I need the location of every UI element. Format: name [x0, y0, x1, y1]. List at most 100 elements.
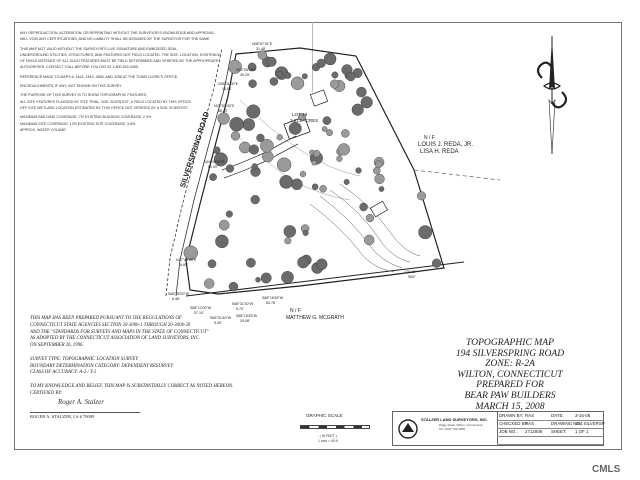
- surveyor-signature: Roger A. Stalzer: [58, 398, 104, 406]
- tree-symbol: [262, 150, 274, 163]
- tree-symbol: [323, 52, 337, 66]
- tree-symbol: [246, 104, 261, 119]
- bearing-label: N08°57'01"E: [252, 42, 273, 46]
- watermark-text: CMLS: [592, 464, 621, 475]
- bearing-label: S68°16'45"W: [262, 296, 284, 300]
- tree-symbol: [260, 272, 272, 284]
- distance-label: 57.10': [194, 311, 204, 315]
- title-block-row: [497, 436, 603, 445]
- tree-symbol: [418, 225, 433, 240]
- note-line: AUTHORITIES. CONTACT 'CALL BEFORE YOU DI…: [20, 65, 139, 70]
- distance-label: S69°: [408, 275, 416, 279]
- contour-line: [309, 203, 395, 273]
- distance-label: 6.48': [172, 297, 180, 301]
- road-edge-2: [165, 47, 223, 297]
- title-block-k: JOB NO.:: [499, 429, 518, 434]
- tree-symbol: [251, 163, 258, 170]
- certification-line: THIS MAP HAS BEEN PREPARED PURSUANT TO T…: [30, 316, 182, 321]
- contour-line: [319, 195, 403, 269]
- tree-symbol: [213, 152, 228, 167]
- tree-symbol: [365, 213, 375, 223]
- title-block-v2: 1 OF 1: [575, 429, 589, 434]
- note-line: ENCROACHMENTS, IF ANY, NOT SHOWN ON THIS…: [20, 84, 123, 89]
- tree-symbol: [281, 270, 294, 284]
- title-line: 194 SILVERSPRING ROAD: [455, 347, 565, 359]
- tree-symbol: [276, 157, 292, 172]
- tree-symbol: [284, 237, 292, 245]
- tree-symbol: [355, 167, 362, 174]
- bearing-label: 170.15': [404, 270, 416, 274]
- tree-symbol: [257, 50, 268, 60]
- shed-footprint: [369, 200, 389, 218]
- lot-number-label: LOT 19: [292, 112, 308, 117]
- tree-symbol: [302, 229, 309, 236]
- bearing-label: S65°01'40"W: [210, 316, 232, 320]
- tree-symbol: [246, 257, 256, 268]
- bearing-label: S68°09'00"W: [168, 292, 190, 296]
- contour-line: [329, 189, 411, 263]
- bearing-label: S68°31'30"W: [232, 302, 254, 306]
- tree-symbol: [217, 112, 230, 125]
- certification-line: AND THE "STANDARDS FOR SURVEYS AND MAPS …: [30, 329, 209, 335]
- property-boundary: [185, 47, 445, 295]
- tree-symbol: [230, 131, 241, 141]
- tree-symbol: [316, 58, 326, 68]
- title-block: STALZER LAND SURVEYORS, INC. Ridge Road,…: [392, 411, 605, 446]
- tree-symbol: [203, 278, 215, 289]
- certification-line: CONNECTICUT STATE AGENCIES SECTION 20-30…: [30, 322, 191, 328]
- tree-symbol: [319, 185, 327, 193]
- distance-label: 60.00': [208, 165, 218, 169]
- tree-symbol: [337, 143, 350, 156]
- tree-symbol: [183, 245, 199, 261]
- note-line: MAXIMUM SITE COVERAGE: 12% EXISTING SITE…: [20, 121, 136, 126]
- bearing-label: N20°08'18"E: [236, 68, 257, 72]
- bearing-label: S68°12'00"W: [190, 306, 212, 310]
- title-line: BEAR PAW BUILDERS: [464, 389, 556, 401]
- tree-symbol: [330, 79, 340, 89]
- distance-label: 29.08': [240, 319, 250, 323]
- title-block-v: 2712008: [525, 429, 543, 434]
- title-line: PREPARED FOR: [476, 379, 544, 391]
- tree-symbol: [266, 56, 277, 67]
- graphic-scale-text: ( IN FEET ) 1 inch = 40 ft.: [318, 434, 339, 443]
- tree-symbol: [283, 225, 296, 238]
- signature-line: [30, 398, 140, 413]
- distance-label: 15.00': [222, 87, 232, 91]
- tree-symbol: [298, 113, 306, 121]
- tree-symbol: [351, 103, 364, 116]
- certification-line: CERTIFIED BY:: [30, 390, 63, 396]
- title-line: MARCH 15, 2008: [475, 400, 545, 412]
- distance-label: 5.70': [236, 307, 244, 311]
- drawing-sheet-border: [14, 22, 622, 450]
- tree-symbol: [291, 178, 303, 191]
- tree-symbol: [239, 141, 251, 154]
- title-block-k: CHECKED BY:: [499, 421, 529, 426]
- title-block-v2: 3-15-08: [575, 413, 591, 418]
- note-line: APPROX. WATER VOLUME: [20, 127, 66, 132]
- certification-line: CLASS OF ACCURACY: A-2 / T-2: [30, 370, 97, 376]
- tree-symbol: [256, 133, 265, 143]
- distance-label: 49.25': [240, 73, 250, 77]
- tree-symbol: [276, 70, 284, 78]
- note-line: REFERENCE MADE TO MAPS #, 1642, 1819, 38…: [20, 74, 179, 79]
- tree-symbol: [229, 116, 244, 132]
- certification-line: TO MY KNOWLEDGE AND BELIEF, THIS MAP IS …: [30, 383, 234, 389]
- bearing-label: N38°11'00"E: [218, 82, 239, 86]
- tree-symbol: [279, 175, 294, 189]
- tree-symbol: [336, 155, 343, 162]
- title-line: ZONE: R-2A: [485, 358, 535, 370]
- surveyor-name: ROGER A. STALZER, LS # 70009: [30, 414, 95, 419]
- neighbor-owner-label: N / F: [424, 135, 435, 141]
- tree-symbol: [326, 129, 333, 137]
- tree-symbol: [284, 72, 292, 79]
- tree-symbol: [297, 256, 310, 269]
- garage-footprint: [309, 89, 329, 107]
- note-line: ALL SITE FEATURES FLAGGED BY SITE TRIAL,…: [20, 99, 192, 104]
- note-line: MAXIMUM BUILDING COVERAGE: 7% EXISTING B…: [20, 115, 152, 120]
- lot-area-label: 2.213 ACRES: [290, 118, 319, 123]
- tree-symbol: [212, 146, 221, 154]
- survey-notes: ANY REPRODUCTION, ALTERATION, OR REPRINT…: [20, 30, 235, 133]
